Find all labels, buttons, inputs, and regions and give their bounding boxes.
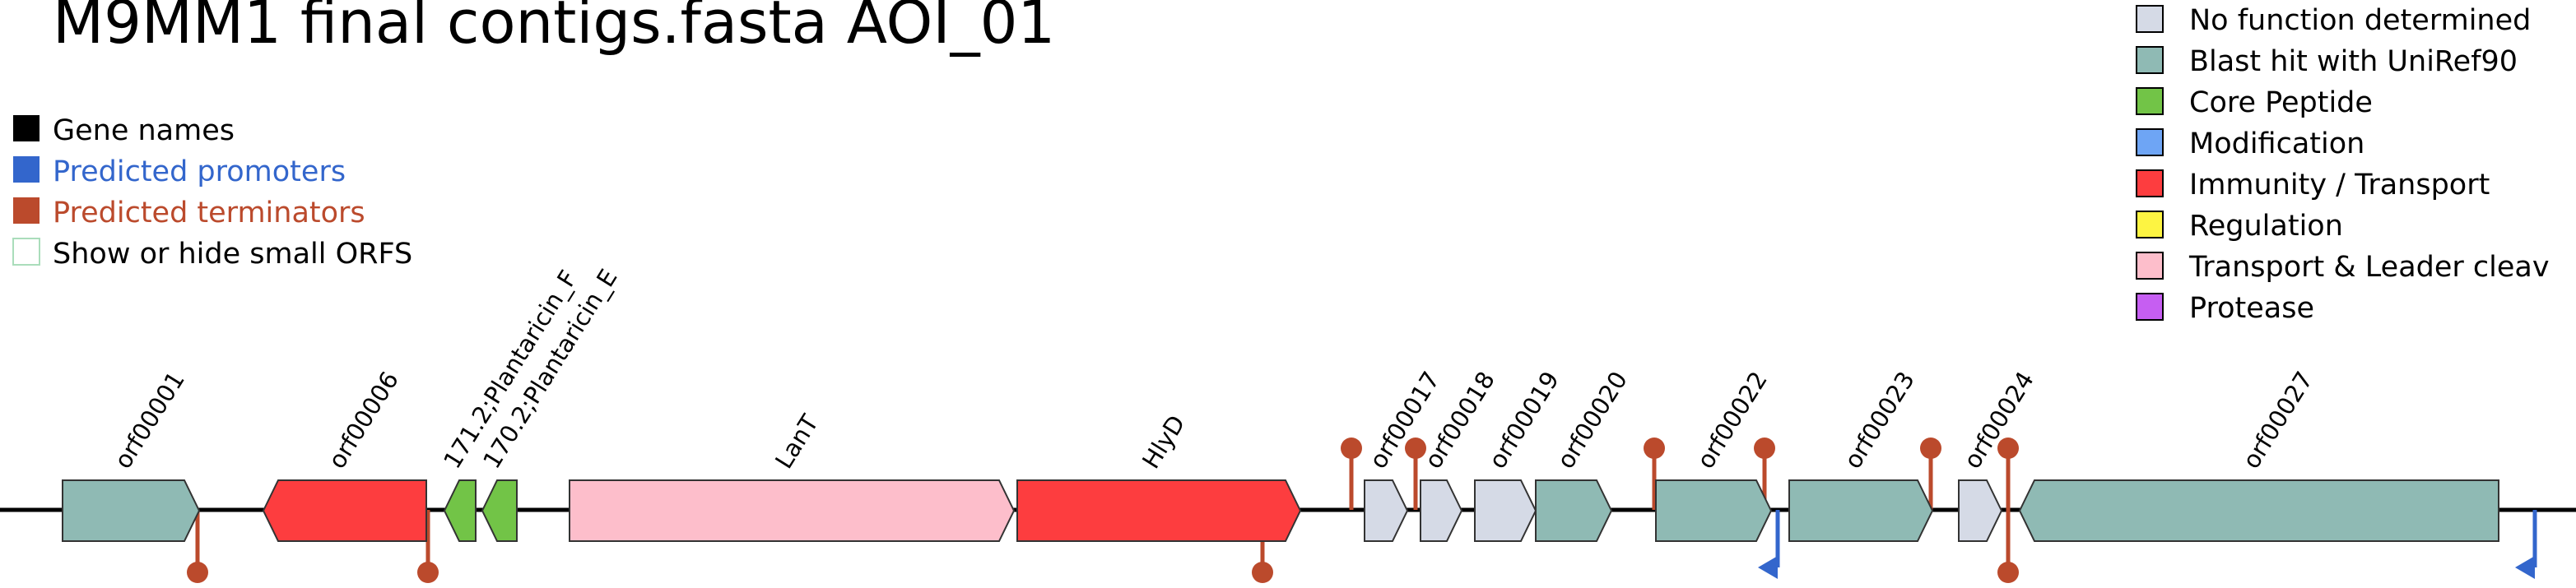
terminator-0[interactable] [187, 510, 208, 583]
terminator-head [1644, 438, 1665, 459]
terminator-head [1754, 438, 1775, 459]
gene-label: HlyD [1137, 410, 1191, 474]
gene-orf00006[interactable] [262, 479, 427, 542]
legend-left-item-predicted-terminators[interactable]: Predicted terminators [13, 197, 365, 229]
legend-label: Blast hit with UniRef90 [2189, 45, 2518, 78]
legend-label: Core Peptide [2189, 86, 2373, 119]
legend-swatch [2136, 128, 2164, 156]
terminator-head [1341, 438, 1362, 459]
promoter-1[interactable] [2515, 510, 2537, 579]
legend-swatch [2136, 87, 2164, 115]
terminator-head [1920, 438, 1941, 459]
promoter-arrowhead [1758, 556, 1778, 579]
gene-orf00023[interactable] [1788, 479, 1934, 542]
terminator-5[interactable] [1644, 438, 1665, 510]
terminator-head [1252, 562, 1273, 583]
legend-left-item-show-or-hide-small-orfs[interactable]: Show or hide small ORFS [12, 238, 412, 271]
legend-label: Predicted promoters [53, 155, 346, 188]
terminator-9[interactable] [1997, 510, 2019, 583]
terminator-1[interactable] [417, 510, 439, 583]
legend-right-item-immunity-transport[interactable]: Immunity / Transport [2136, 169, 2490, 201]
terminator-head [1405, 438, 1426, 459]
legend-left-item-predicted-promoters[interactable]: Predicted promoters [13, 155, 346, 188]
promoter-0[interactable] [1758, 510, 1780, 579]
legend-right-item-core-peptide[interactable]: Core Peptide [2136, 86, 2373, 119]
terminator-head [417, 562, 439, 583]
gene-label: orf00024 [1958, 367, 2039, 474]
terminator-8[interactable] [1997, 438, 2019, 510]
gene-label: orf00027 [2237, 367, 2318, 474]
gene-lant[interactable] [569, 479, 1016, 542]
legend-swatch [13, 115, 40, 141]
promoter-arrowhead [2515, 556, 2535, 579]
legend-left-item-gene-names[interactable]: Gene names [13, 114, 235, 147]
terminator-3[interactable] [1341, 438, 1362, 510]
gene-hlyd[interactable] [1016, 479, 1302, 542]
legend-right-item-protease[interactable]: Protease [2136, 292, 2314, 325]
gene-orf00018[interactable] [1420, 479, 1463, 542]
gene-orf00022[interactable] [1655, 479, 1773, 542]
terminator-head [187, 562, 208, 583]
genes [62, 479, 2499, 542]
legend-right-item-transport-leader-cleav[interactable]: Transport & Leader cleav [2136, 251, 2550, 284]
gene-orf00017[interactable] [1364, 479, 1409, 542]
gene-label: orf00001 [109, 367, 190, 474]
legend-label: Gene names [53, 114, 235, 147]
gene-orf00027[interactable] [2018, 479, 2499, 542]
terminator-head [1997, 562, 2019, 583]
gene-orf00019[interactable] [1474, 479, 1537, 542]
legend-label: Transport & Leader cleav [2188, 251, 2550, 284]
legend-right-item-no-function-determined[interactable]: No function determined [2136, 4, 2531, 37]
gene-orf00024[interactable] [1958, 479, 2003, 542]
terminators [187, 438, 2019, 583]
legend-label: Modification [2189, 127, 2364, 160]
gene-label: LanT [770, 410, 824, 474]
legend-label: Predicted terminators [53, 197, 365, 229]
legend-swatch [2136, 46, 2164, 74]
legend-label: Protease [2189, 292, 2314, 325]
legend-label: Immunity / Transport [2189, 169, 2490, 201]
gene-label: orf00023 [1839, 367, 1920, 474]
gene-170-2-plantaricin-e[interactable] [481, 479, 518, 542]
terminator-4[interactable] [1405, 438, 1426, 510]
legend-label: Show or hide small ORFS [53, 238, 412, 271]
terminator-7[interactable] [1920, 438, 1941, 510]
promoters [1758, 510, 2537, 579]
legend-swatch [13, 197, 40, 224]
legend-swatch [2136, 293, 2164, 321]
legend-swatch [2136, 5, 2164, 33]
legend-swatch [2136, 252, 2164, 280]
legend-swatch [2136, 169, 2164, 197]
gene-171-2-plantaricin-f[interactable] [443, 479, 477, 542]
legend-right-item-modification[interactable]: Modification [2136, 127, 2364, 160]
terminator-head [1997, 438, 2019, 459]
legend-swatch [2136, 211, 2164, 238]
legend-swatch [12, 238, 40, 266]
legend-right-item-regulation[interactable]: Regulation [2136, 210, 2343, 243]
page-title: M9MM1 final contigs.fasta AOI_01 [53, 0, 1055, 57]
gene-orf00020[interactable] [1535, 479, 1613, 542]
legend-label: No function determined [2189, 4, 2531, 37]
gene-orf00001[interactable] [62, 479, 201, 542]
gene-label: orf00006 [323, 367, 404, 474]
legend-right-item-blast-hit-with-uniref90[interactable]: Blast hit with UniRef90 [2136, 45, 2518, 78]
legend-swatch [13, 156, 40, 183]
legend-label: Regulation [2189, 210, 2343, 243]
